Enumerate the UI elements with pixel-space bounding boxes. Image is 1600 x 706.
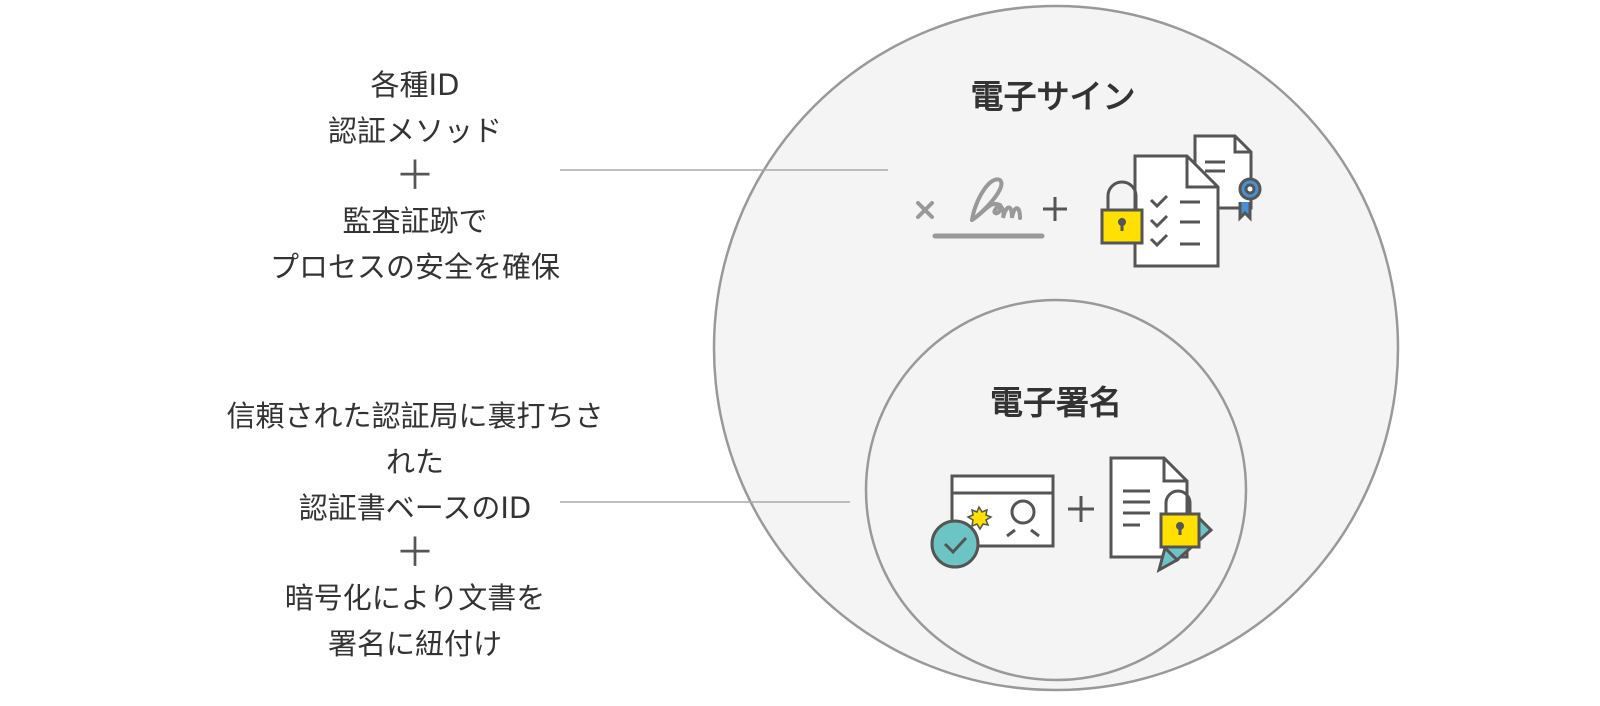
plus-sign: ＋ [395,153,435,199]
plus-icon [1043,197,1067,221]
digital-signature-title: 電子署名 [990,383,1122,422]
digital-signature-description: 信頼された認証局に裏打ちされた 認証書ベースのID ＋ 暗号化により文書を 署名… [215,393,615,667]
padlock-icon [1100,180,1144,245]
electronic-signature-description: 各種ID 認証メソッド ＋ 監査証跡で プロセスの安全を確保 [215,62,615,290]
desc-line: 信頼された認証局に裏打ちされた [226,399,604,479]
electronic-signature-title: 電子サイン [970,77,1136,116]
desc-line: 認証書ベースのID [298,491,532,525]
handwritten-signature-icon [916,177,1045,239]
digital-signature-circle [864,298,1248,682]
desc-line: 各種ID [370,68,460,102]
desc-line: プロセスの安全を確保 [269,250,560,284]
plus-sign: ＋ [395,530,435,576]
verified-check-icon [930,519,980,569]
desc-line: 暗号化により文書を [284,581,546,615]
desc-line: 認証メソッド [327,114,502,148]
desc-line: 署名に紐付け [327,627,502,661]
checklist-document-icon [1133,154,1220,268]
padlock-icon-bottom [1159,489,1201,549]
desc-line: 監査証跡で [342,204,488,238]
plus-icon-bottom [1068,496,1094,522]
